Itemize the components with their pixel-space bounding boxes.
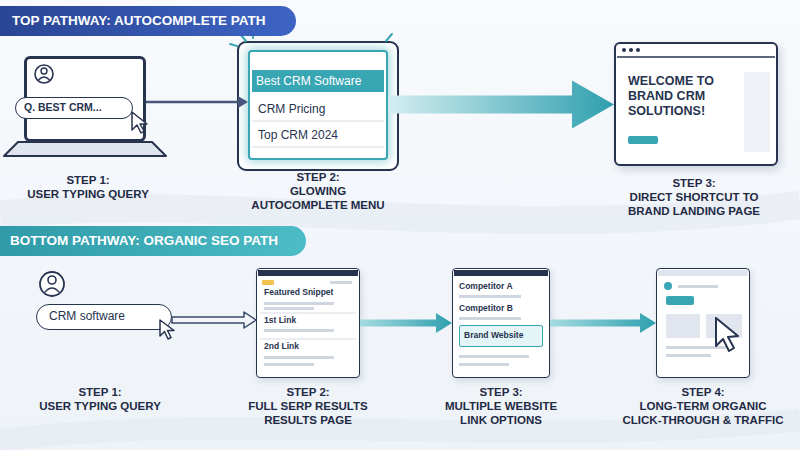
pathway-banner: TOP PATHWAY: AUTOCOMPLETE PATH — [0, 6, 296, 36]
search-box: CRM softwareSTEP 1:USER TYPING QUERY — [36, 304, 172, 330]
browser-window: WELCOME TO BRAND CRM SOLUTIONS!STEP 3:DI… — [614, 42, 778, 166]
result-link: Brand Website — [464, 330, 540, 341]
flow-arrow — [388, 81, 614, 129]
result-link: Competitor A — [459, 281, 543, 292]
flow-arrow — [388, 81, 614, 129]
autocomplete-menu: Best CRM SoftwareCRM PricingTop CRM 2024… — [248, 50, 388, 160]
glow-tick — [230, 44, 237, 46]
step-caption: LONG-TERM ORGANIC CLICK-THROUGH & TRAFFI… — [621, 399, 786, 427]
user-icon — [40, 272, 64, 296]
result-title: Featured Snippet — [264, 287, 354, 298]
result-link: 1st Link — [264, 315, 354, 326]
results-page: Featured Snippet1st Link2nd LinkSTEP 2:F… — [256, 268, 360, 378]
website-page: Competitor ACompetitor BSTEP 3:MULTIPLE … — [452, 268, 550, 378]
step-caption: GLOWING AUTOCOMPLETE MENU — [246, 184, 391, 212]
menu-item: CRM Pricing — [258, 98, 382, 120]
step-number: STEP 1: — [20, 385, 180, 399]
search-query: Q. BEST CRM... — [15, 97, 133, 119]
screen-frame — [238, 42, 398, 170]
step-caption: MULTIPLE WEBSITE LINK OPTIONS — [436, 399, 566, 427]
step-number: STEP 2: — [238, 170, 398, 184]
step-number: STEP 1: — [8, 173, 168, 187]
flow-arrow — [550, 313, 656, 333]
banner-title: TOP PATHWAY: AUTOCOMPLETE PATH — [12, 6, 266, 36]
menu-item: Best CRM Software — [252, 70, 384, 92]
user-icon-head — [48, 276, 56, 284]
hero-headline: WELCOME TO BRAND CRM SOLUTIONS! — [628, 74, 748, 119]
flow-arrow — [550, 313, 656, 333]
step-number: STEP 3: — [614, 176, 774, 190]
landing-page: STEP 4:LONG-TERM ORGANIC CLICK-THROUGH &… — [656, 268, 750, 378]
flow-arrow — [146, 96, 248, 108]
flow-arrow — [360, 313, 452, 333]
step-caption: FULL SERP RESULTS RESULTS PAGE — [238, 399, 378, 427]
step-number: STEP 4: — [623, 385, 783, 399]
glow-tick — [386, 34, 392, 41]
step-number: STEP 3: — [421, 385, 581, 399]
step-caption: USER TYPING QUERY — [20, 399, 180, 413]
flow-arrow — [360, 313, 452, 333]
menu-item: Top CRM 2024 — [258, 124, 382, 146]
step-number: STEP 2: — [228, 385, 388, 399]
result-link: Competitor B — [459, 303, 543, 314]
pathway-banner: BOTTOM PATHWAY: ORGANIC SEO PATH — [0, 226, 306, 256]
flow-arrow — [146, 96, 248, 108]
flow-arrow — [172, 312, 256, 328]
step-caption: DIRECT SHORTCUT TO BRAND LANDING PAGE — [619, 190, 769, 218]
user-icon-body — [45, 288, 59, 292]
laptop-screen: Q. BEST CRM...STEP 1:USER TYPING QUERY — [24, 56, 146, 142]
result-link: 2nd Link — [264, 341, 354, 352]
search-query: CRM software — [49, 308, 159, 324]
step-caption: USER TYPING QUERY — [8, 187, 168, 201]
laptop-base — [4, 142, 166, 156]
banner-title: BOTTOM PATHWAY: ORGANIC SEO PATH — [10, 226, 278, 256]
highlighted-link: Brand Website — [459, 325, 543, 347]
flow-arrow — [172, 312, 256, 328]
